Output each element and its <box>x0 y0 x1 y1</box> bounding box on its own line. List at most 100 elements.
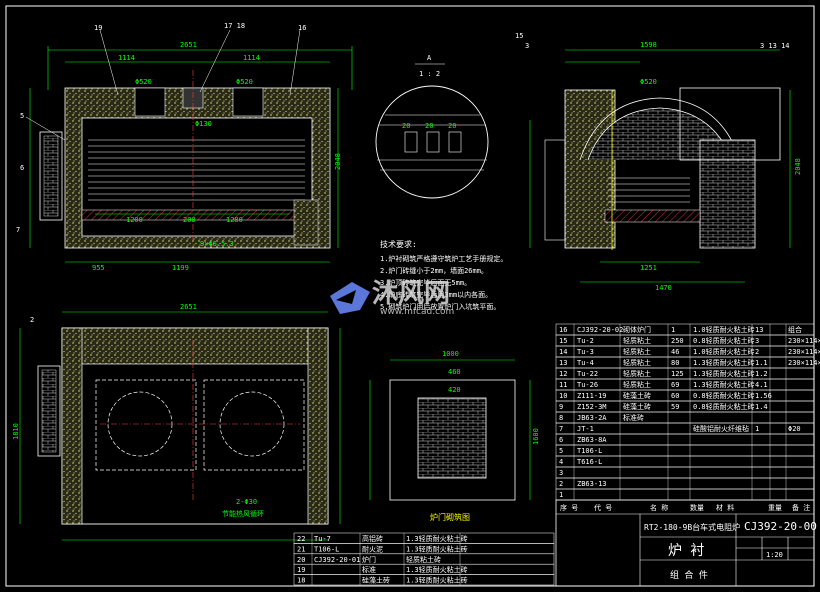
bom-mat: 0.8轻质耐火粘土砖 <box>693 336 755 345</box>
bom-name: 硅藻土砖 <box>623 402 651 411</box>
bom-code: Tu-26 <box>577 381 598 389</box>
door-view-label: 炉门砌筑图 <box>430 512 470 522</box>
section-label: A <box>427 54 432 62</box>
bom-weight: 3 <box>755 337 759 345</box>
bom-no: 6 <box>559 436 563 444</box>
bom-qty: 1 <box>671 326 675 334</box>
tech-requirements: 技术要求: 1.炉衬砌筑严格遵守筑炉工艺手册规定。 2.炉门砖缝小于2mm，墙面… <box>380 239 507 311</box>
bom-name: 标准砖 <box>623 413 644 422</box>
bom-left-no: 22 <box>297 535 305 543</box>
bom-no: 8 <box>559 414 563 422</box>
bom-left-name: 耐火泥 <box>362 544 383 553</box>
bom-no: 9 <box>559 403 563 411</box>
svg-text:2: 2 <box>30 316 34 324</box>
bom-left-mat: 1.3轻质耐火粘土砖 <box>406 576 468 585</box>
drawing-no: CJ392-20-00 <box>744 520 817 533</box>
bom-left-name: 硅藻土砖 <box>362 576 390 585</box>
bom-code: CJ392-20-02 <box>577 326 623 334</box>
bom-mat: 0.8轻质耐火粘土砖 <box>693 391 755 400</box>
part-name: 炉 衬 <box>668 543 704 559</box>
dim-bottom-len3: 200 <box>183 216 196 224</box>
bom-name: 轻质粘土 <box>623 358 651 367</box>
section-scale: 1 : 2 <box>419 70 440 78</box>
bom-code: Tu-22 <box>577 370 598 378</box>
leader-label-19: 19 <box>94 24 102 32</box>
bom-qty: 69 <box>671 381 679 389</box>
bom-code: Tu-3 <box>577 348 594 356</box>
bom-qty: 80 <box>671 359 679 367</box>
bom-name: 轻质粘土 <box>623 380 651 389</box>
bom-left-no: 18 <box>297 577 305 585</box>
dim-half-width-right: 1114 <box>243 54 260 62</box>
bom-code: Z152-3M <box>577 403 607 411</box>
svg-text:3 13 14: 3 13 14 <box>760 42 790 50</box>
bom-mat: 0.8轻质耐火粘土砖 <box>693 402 755 411</box>
svg-text:5: 5 <box>20 112 24 120</box>
bom-qty: 59 <box>671 403 679 411</box>
dim-plan-w: 2651 <box>180 303 197 311</box>
bom-left-name: 高铝砖 <box>362 534 383 543</box>
dim-side-h: 2048 <box>334 153 342 170</box>
header-seq: 序 号 <box>560 503 578 512</box>
bom-weight: 13 <box>755 326 763 334</box>
bom-rem: 组合 <box>788 325 802 334</box>
header-code: 代 号 <box>594 503 612 512</box>
header-weight: 重量 <box>768 504 782 512</box>
bom-mat: 硅酸铝耐火纤维毡 <box>693 424 749 433</box>
dim-side-h2: 2048 <box>794 158 802 175</box>
header-material: 材 料 <box>716 503 734 512</box>
bom-mat: 1.3轻质耐火粘土砖 <box>693 358 755 367</box>
bom-no: 15 <box>559 337 567 345</box>
bom-weight: 1.56 <box>755 392 772 400</box>
svg-text:20: 20 <box>402 122 410 130</box>
dim-w1598: 1598 <box>640 41 657 49</box>
bom-no: 11 <box>559 381 567 389</box>
dim-w955: 955 <box>92 264 105 272</box>
tech-line-5: 5.砌筑炉门用后放置炉门入坑筑平面。 <box>380 302 500 311</box>
front-section-view: 19 17 18 16 5 6 7 2651 1114 1114 Φ520 Φ5… <box>16 22 353 272</box>
bom-code: T616-L <box>577 458 602 466</box>
bom-qty: 250 <box>671 337 684 345</box>
bom-code: ZB63-13 <box>577 480 607 488</box>
header-remarks: 备 注 <box>792 503 810 512</box>
dim-bottom-len2: 1280 <box>226 216 243 224</box>
bom-no: 10 <box>559 392 567 400</box>
header-qty: 数量 <box>690 503 704 512</box>
scale: 1:20 <box>766 551 783 559</box>
bom-row <box>555 345 815 358</box>
bom-rem: 230×114×65 <box>788 348 820 356</box>
bom-left-mat: 轻质粘土砖 <box>406 555 441 564</box>
bom-weight: 1.4 <box>755 403 768 411</box>
bom-left-code: CJ392-20-01 <box>314 556 360 564</box>
bom-no: 12 <box>559 370 567 378</box>
bom-left-name: 标准 <box>362 565 376 574</box>
bom-no: 14 <box>559 348 567 356</box>
bom-weight: 1 <box>755 425 759 433</box>
bom-code: Z111-19 <box>577 392 607 400</box>
tech-line-3: 3.炉顶砖筑完毕后面无5mm。 <box>380 278 471 287</box>
assembly-label: 组 合 件 <box>670 569 708 581</box>
bom-left-row <box>293 574 555 586</box>
plan-note: 节能热风循环 <box>222 509 264 518</box>
bom-rem: Φ20 <box>788 425 801 433</box>
watermark-url: www.mfcad.com <box>380 307 454 317</box>
dim-top-width: 2651 <box>180 41 197 49</box>
dim-d2: Φ130 <box>195 120 212 128</box>
dim-side-d1: Φ520 <box>640 78 657 86</box>
bom-row <box>555 334 815 347</box>
plan-view: 2651 1810 2-Φ30 节能热风循环 2 <box>12 303 341 541</box>
title-block: 序 号 代 号 名 称 数量 材 料 重量 备 注 RT2-180-9B台车式电… <box>555 499 817 587</box>
svg-text:16: 16 <box>298 24 306 32</box>
svg-text:20: 20 <box>448 122 456 130</box>
bom-rem: 230×114×65 <box>788 359 820 367</box>
door-view: 1000 1600 460 420 炉门砌筑图 <box>369 350 540 522</box>
bom-left-mat: 1.3轻质耐火粘土砖 <box>406 534 468 543</box>
bom-left-code: Tu-7 <box>314 535 331 543</box>
bom-no: 2 <box>559 480 563 488</box>
drawing-title: RT2-180-9B台车式电阻炉 <box>644 522 740 532</box>
svg-text:20: 20 <box>425 122 433 130</box>
bom-name: 硅藻土砖 <box>623 391 651 400</box>
bom-no: 3 <box>559 469 563 477</box>
